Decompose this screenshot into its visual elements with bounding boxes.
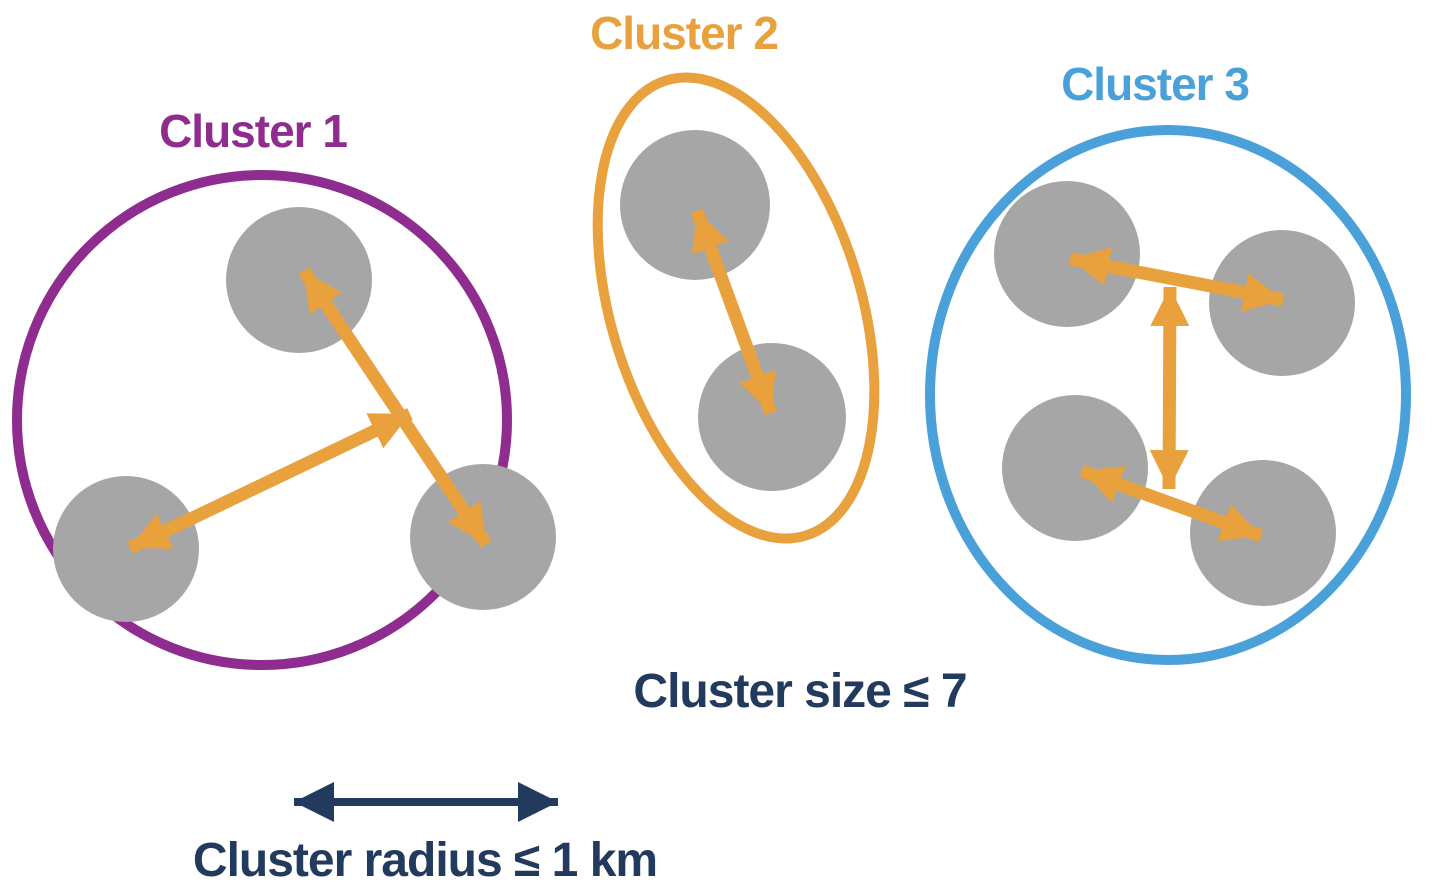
cluster-1-point-bottom-left bbox=[53, 476, 199, 622]
cluster-size-constraint-label: Cluster size ≤ 7 bbox=[633, 665, 966, 718]
cluster-3-point-bottom-right bbox=[1190, 460, 1336, 606]
distance-arrow-icon bbox=[127, 408, 413, 554]
cluster-3-outline bbox=[925, 125, 1411, 665]
cluster-2-outline bbox=[592, 72, 880, 544]
distance-arrow-icon bbox=[298, 267, 492, 548]
distance-arrow-icon bbox=[1149, 286, 1190, 490]
cluster-2-point-top bbox=[620, 130, 770, 280]
cluster-radius-constraint-label: Cluster radius ≤ 1 km bbox=[193, 834, 657, 887]
cluster-2-point-bottom bbox=[698, 343, 846, 491]
distance-arrow-icon bbox=[1079, 464, 1264, 543]
cluster-1-label: Cluster 1 bbox=[159, 105, 347, 157]
distance-arrow-icon bbox=[1068, 247, 1285, 312]
distance-arrow-icon bbox=[690, 208, 778, 416]
cluster-1-outline bbox=[12, 170, 512, 670]
cluster-2: Cluster 2 bbox=[590, 7, 880, 544]
cluster-3: Cluster 3 bbox=[925, 58, 1411, 665]
constraints: Cluster size ≤ 7 Cluster radius ≤ 1 km bbox=[193, 665, 968, 887]
cluster-2-label: Cluster 2 bbox=[590, 7, 778, 59]
cluster-1: Cluster 1 bbox=[12, 105, 556, 670]
cluster-3-point-top-left bbox=[994, 181, 1140, 327]
cluster-3-point-bottom-left bbox=[1002, 395, 1148, 541]
cluster-3-label: Cluster 3 bbox=[1061, 58, 1249, 110]
